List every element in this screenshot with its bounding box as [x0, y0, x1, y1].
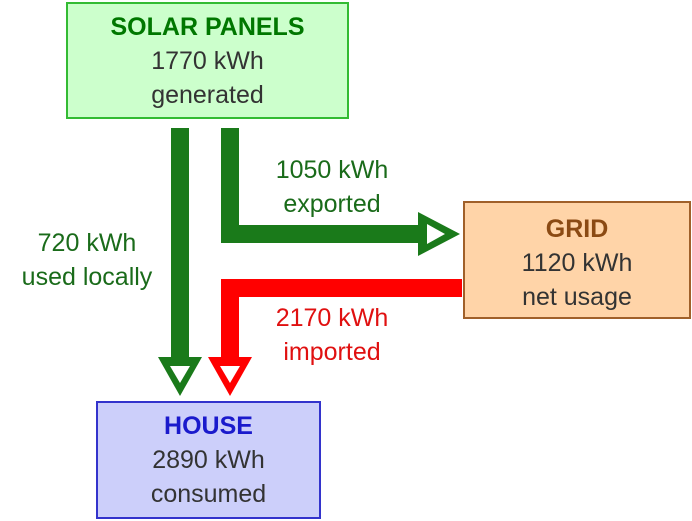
house-caption: consumed: [150, 480, 267, 508]
solar-panels-value: 1770 kWh: [151, 47, 264, 75]
exported-caption: exported: [283, 190, 381, 218]
imported-value: 2170 kWh: [275, 304, 389, 332]
used-locally-value: 720 kWh: [37, 229, 137, 257]
used-locally-label: 720 kWh used locally: [8, 226, 166, 294]
solar-panels-node: SOLAR PANELS 1770 kWh generated: [66, 2, 349, 119]
used-locally-caption: used locally: [21, 263, 153, 291]
grid-title: GRID: [545, 215, 609, 243]
imported-arrow: [208, 279, 462, 396]
grid-node: GRID 1120 kWh net usage: [463, 201, 691, 319]
grid-caption: net usage: [522, 283, 632, 311]
exported-arrow: [221, 128, 460, 256]
solar-panels-caption: generated: [151, 81, 264, 109]
house-value: 2890 kWh: [152, 446, 265, 474]
house-node: HOUSE 2890 kWh consumed: [96, 401, 321, 519]
used-locally-arrow: [158, 128, 202, 396]
imported-label: 2170 kWh imported: [258, 301, 406, 369]
solar-panels-title: SOLAR PANELS: [110, 13, 305, 41]
exported-label: 1050 kWh exported: [258, 153, 406, 221]
grid-value: 1120 kWh: [521, 249, 633, 277]
exported-value: 1050 kWh: [275, 156, 389, 184]
imported-caption: imported: [283, 338, 381, 366]
house-title: HOUSE: [164, 412, 253, 440]
